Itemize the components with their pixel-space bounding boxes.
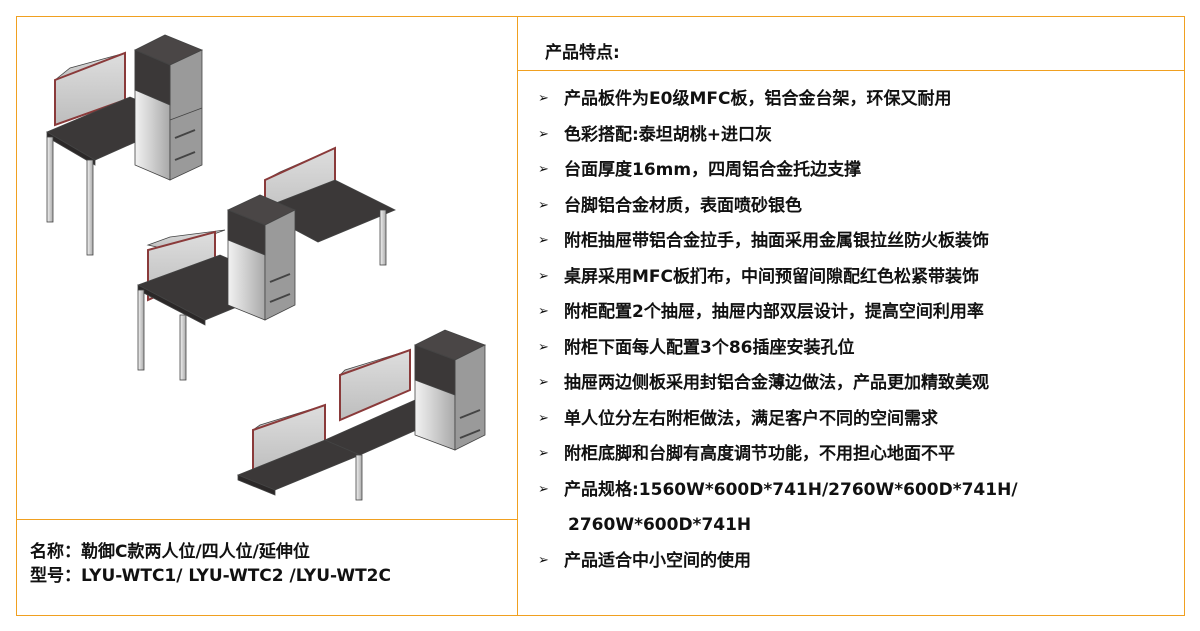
feature-item: ➢ 桌屏采用MFC板扪布，中间预留间隙配红色松紧带装饰 — [538, 263, 1018, 299]
feature-text: 台脚铝合金材质，表面喷砂银色 — [564, 195, 802, 216]
feature-text: 色彩搭配:泰坦胡桃+进口灰 — [564, 124, 773, 145]
product-illustrations — [46, 34, 486, 501]
column-divider — [517, 16, 518, 616]
bullet-arrow-icon: ➢ — [538, 304, 549, 319]
feature-text: 附柜抽屉带铝合金拉手，抽面采用金属银拉丝防火板装饰 — [564, 231, 989, 251]
workstation-four-person-illustration — [137, 146, 396, 381]
features-heading: 产品特点: — [545, 43, 620, 63]
feature-item: ➢ 附柜抽屉带铝合金拉手，抽面采用金属银拉丝防火板装饰 — [538, 227, 1018, 263]
feature-item: ➢ 产品板件为E0级MFC板，铝合金台架，环保又耐用 — [538, 85, 1018, 121]
bullet-arrow-icon: ➢ — [538, 339, 549, 355]
bullet-arrow-icon: ➢ — [538, 233, 549, 248]
feature-text: 附柜底脚和台脚有高度调节功能，不用担心地面不平 — [564, 444, 955, 464]
feature-text: 单人位分左右附柜做法，满足客户不同的空间需求 — [564, 408, 938, 429]
info-divider — [16, 519, 518, 520]
feature-item: ➢ 抽屉两边侧板采用封铝合金薄边做法，产品更加精致美观 — [538, 369, 1018, 405]
feature-item: ➢ 产品规格:1560W*600D*741H/2760W*600D*741H/ — [538, 476, 1018, 512]
features-list: ➢ 产品板件为E0级MFC板，铝合金台架，环保又耐用 ➢ 色彩搭配:泰坦胡桃+进口灰… — [538, 85, 1018, 582]
product-name: 名称：勒御C款两人位/四人位/延伸位 — [30, 542, 310, 562]
bullet-arrow-icon: ➢ — [538, 446, 549, 461]
feature-item: ➢ 产品适合中小空间的使用 — [538, 547, 1018, 583]
feature-item-continuation: 2760W*600D*741H — [538, 511, 1018, 547]
feature-item: ➢ 附柜下面每人配置3个86插座安装孔位 — [538, 334, 1018, 370]
feature-item: ➢ 台脚铝合金材质，表面喷砂银色 — [538, 192, 1018, 228]
feature-item: ➢ 附柜配置2个抽屉，抽屉内部双层设计，提高空间利用率 — [538, 298, 1018, 334]
bullet-arrow-icon: ➢ — [538, 197, 549, 213]
bullet-arrow-icon: ➢ — [538, 268, 549, 284]
feature-text: 产品适合中小空间的使用 — [564, 550, 751, 571]
bullet-arrow-icon: ➢ — [538, 410, 549, 426]
bullet-arrow-icon: ➢ — [538, 91, 549, 106]
workstation-extension-illustration — [236, 329, 486, 501]
feature-text: 桌屏采用MFC板扪布，中间预留间隙配红色松紧带装饰 — [564, 266, 980, 287]
feature-text: 产品规格:1560W*600D*741H/2760W*600D*741H/ — [564, 479, 1018, 500]
feature-text: 产品板件为E0级MFC板，铝合金台架，环保又耐用 — [564, 89, 952, 109]
feature-item: ➢ 单人位分左右附柜做法，满足客户不同的空间需求 — [538, 405, 1018, 441]
feature-item: ➢ 台面厚度16mm，四周铝合金托边支撑 — [538, 156, 1018, 192]
feature-text: 2760W*600D*741H — [568, 515, 752, 535]
bullet-arrow-icon: ➢ — [538, 552, 549, 568]
product-model: 型号：LYU-WTC1/ LYU-WTC2 /LYU-WT2C — [30, 566, 391, 586]
bullet-arrow-icon: ➢ — [538, 481, 549, 497]
workstation-two-person-illustration — [46, 34, 203, 256]
feature-text: 台面厚度16mm，四周铝合金托边支撑 — [564, 160, 862, 180]
feature-text: 抽屉两边侧板采用封铝合金薄边做法，产品更加精致美观 — [564, 373, 989, 393]
feature-text: 附柜下面每人配置3个86插座安装孔位 — [564, 337, 855, 358]
heading-divider — [517, 70, 1185, 71]
product-info: 名称：勒御C款两人位/四人位/延伸位 型号：LYU-WTC1/ LYU-WTC2… — [30, 540, 391, 588]
feature-item: ➢ 色彩搭配:泰坦胡桃+进口灰 — [538, 121, 1018, 157]
bullet-arrow-icon: ➢ — [538, 126, 549, 142]
document-frame — [16, 16, 1185, 616]
feature-text: 附柜配置2个抽屉，抽屉内部双层设计，提高空间利用率 — [564, 302, 984, 322]
bullet-arrow-icon: ➢ — [538, 375, 549, 390]
bullet-arrow-icon: ➢ — [538, 162, 549, 177]
feature-item: ➢ 附柜底脚和台脚有高度调节功能，不用担心地面不平 — [538, 440, 1018, 476]
